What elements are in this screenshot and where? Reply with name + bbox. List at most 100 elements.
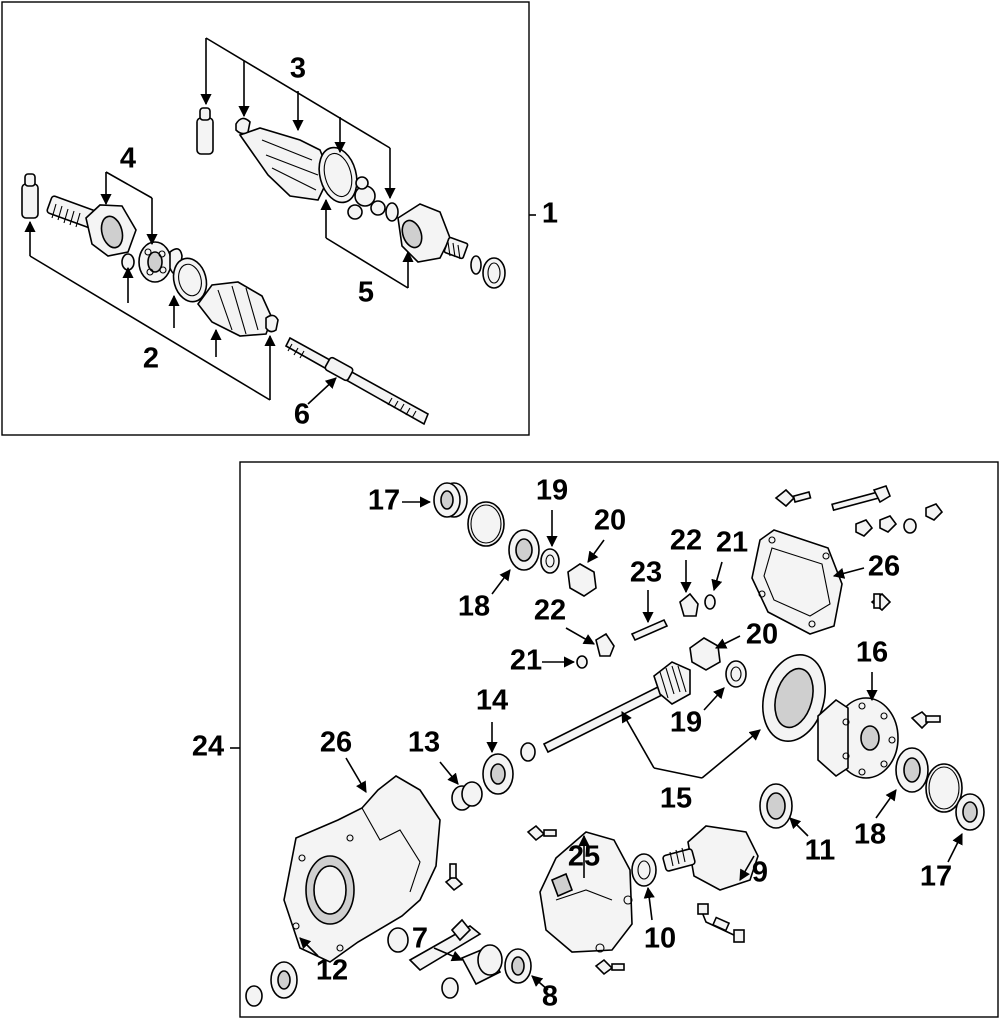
pinion-mate-shaft bbox=[630, 618, 669, 642]
callout-3: 3 bbox=[290, 53, 306, 85]
outer-cv-boot bbox=[196, 281, 273, 337]
callout-18-right: 18 bbox=[854, 819, 886, 851]
front-carrier bbox=[539, 831, 633, 953]
flange-seal bbox=[631, 853, 657, 887]
inner-cv-boot bbox=[238, 127, 331, 201]
side-gear-washer-top bbox=[540, 548, 560, 574]
axle-oil-seal-left bbox=[270, 961, 298, 999]
outer-boot-band bbox=[172, 257, 208, 303]
callout-26-top: 26 bbox=[868, 551, 900, 583]
axle-panel-frame bbox=[1, 1, 530, 436]
callout-11: 11 bbox=[805, 835, 836, 867]
ring-gear bbox=[762, 653, 826, 743]
outer-joint-housing bbox=[85, 204, 137, 257]
callout-21-left: 21 bbox=[510, 645, 542, 677]
pinion-seal-front bbox=[504, 948, 532, 984]
inner-boot-band-large bbox=[318, 146, 358, 204]
companion-flange bbox=[662, 825, 759, 891]
pinion-oil-seal bbox=[759, 783, 793, 829]
side-seal-left bbox=[433, 482, 468, 518]
cover-bolt-long bbox=[831, 485, 891, 512]
callout-5: 5 bbox=[358, 277, 374, 309]
callout-21-right: 21 bbox=[716, 527, 748, 559]
collapsible-spacer bbox=[451, 781, 483, 811]
callout-20-top: 20 bbox=[594, 505, 626, 537]
axle-shaft-panel: 1 bbox=[1, 1, 558, 436]
pinion-nut-plate bbox=[460, 944, 503, 986]
case-bolt bbox=[910, 710, 941, 730]
pinion-bearing bbox=[482, 753, 514, 795]
callout-16: 16 bbox=[856, 637, 888, 669]
callout-8: 8 bbox=[542, 981, 558, 1013]
callout-6: 6 bbox=[294, 399, 310, 431]
pinion-mate-gear-left bbox=[595, 632, 615, 657]
dust-seal bbox=[482, 257, 506, 289]
side-gear-top bbox=[567, 563, 597, 597]
side-bearing-right bbox=[895, 747, 929, 793]
grease-tube-lower bbox=[21, 173, 39, 219]
differential-carrier-housing bbox=[283, 775, 441, 963]
bracket-5: 5 bbox=[320, 198, 414, 309]
callout-2: 2 bbox=[143, 343, 159, 375]
bracket-3: 3 bbox=[200, 37, 396, 200]
mount-bushing bbox=[387, 927, 409, 953]
callout-24: 24 bbox=[192, 731, 224, 763]
pinion-mate-washer-right bbox=[704, 594, 716, 610]
side-bearing-left bbox=[508, 529, 540, 571]
pinion-mate-washer-left bbox=[576, 655, 588, 669]
axle-shaft bbox=[284, 336, 430, 426]
axle-plug-left bbox=[245, 985, 263, 1007]
side-gear-right bbox=[689, 637, 721, 671]
o-ring-top bbox=[467, 501, 505, 547]
callout-19-top: 19 bbox=[536, 475, 568, 507]
callout-18-top: 18 bbox=[458, 591, 490, 623]
callout-1: 1 bbox=[542, 198, 558, 230]
differential-panel: 24 17 18 19 20 bbox=[192, 461, 999, 1018]
callout-25: 25 bbox=[568, 841, 600, 873]
callout-12: 12 bbox=[316, 955, 348, 987]
callout-10: 10 bbox=[644, 923, 676, 955]
bracket-2: 2 bbox=[24, 220, 276, 401]
tripod-spider bbox=[347, 176, 386, 220]
callout-17-top: 17 bbox=[368, 485, 400, 517]
differential-panel-frame bbox=[239, 461, 999, 1018]
carrier-bolt-bottom bbox=[594, 958, 625, 976]
boot-clip-upper bbox=[235, 117, 251, 135]
differential-case bbox=[817, 697, 899, 779]
outer-snap-ring bbox=[121, 253, 135, 271]
drive-pinion bbox=[542, 661, 691, 754]
rear-cover bbox=[751, 529, 843, 635]
cover-plug bbox=[925, 503, 944, 521]
cover-washer bbox=[903, 518, 917, 534]
callout-22-right: 22 bbox=[670, 525, 702, 557]
callout-9: 9 bbox=[752, 857, 768, 889]
callout-7: 7 bbox=[412, 923, 428, 955]
side-gear-washer-right bbox=[725, 660, 747, 688]
circlip bbox=[470, 255, 482, 275]
callout-14: 14 bbox=[476, 685, 508, 717]
callout-26-left: 26 bbox=[320, 727, 352, 759]
drain-plug bbox=[444, 863, 464, 892]
callout-23: 23 bbox=[630, 557, 662, 589]
callout-20-right: 20 bbox=[746, 619, 778, 651]
callout-13: 13 bbox=[408, 727, 440, 759]
carrier-bolt-top bbox=[526, 824, 557, 842]
bracket-15: 15 bbox=[621, 711, 761, 815]
snap-ring-upper bbox=[385, 202, 399, 222]
grease-tube-upper bbox=[196, 107, 214, 155]
o-ring-right bbox=[925, 763, 963, 813]
mount-bracket bbox=[408, 918, 482, 972]
bracket-4: 4 bbox=[100, 143, 158, 246]
boot-clip-small bbox=[265, 314, 279, 333]
cover-bolt-2 bbox=[870, 592, 892, 612]
sensor-harness bbox=[697, 903, 745, 943]
pinion-mate-gear-right bbox=[679, 592, 699, 617]
callout-4: 4 bbox=[120, 143, 136, 175]
callout-19-right: 19 bbox=[670, 707, 702, 739]
callout-22-left: 22 bbox=[534, 595, 566, 627]
pinion-spacer bbox=[520, 742, 536, 762]
cover-bolt-1 bbox=[774, 488, 812, 508]
cover-nut-2 bbox=[879, 515, 898, 533]
pinion-nut bbox=[441, 977, 459, 999]
